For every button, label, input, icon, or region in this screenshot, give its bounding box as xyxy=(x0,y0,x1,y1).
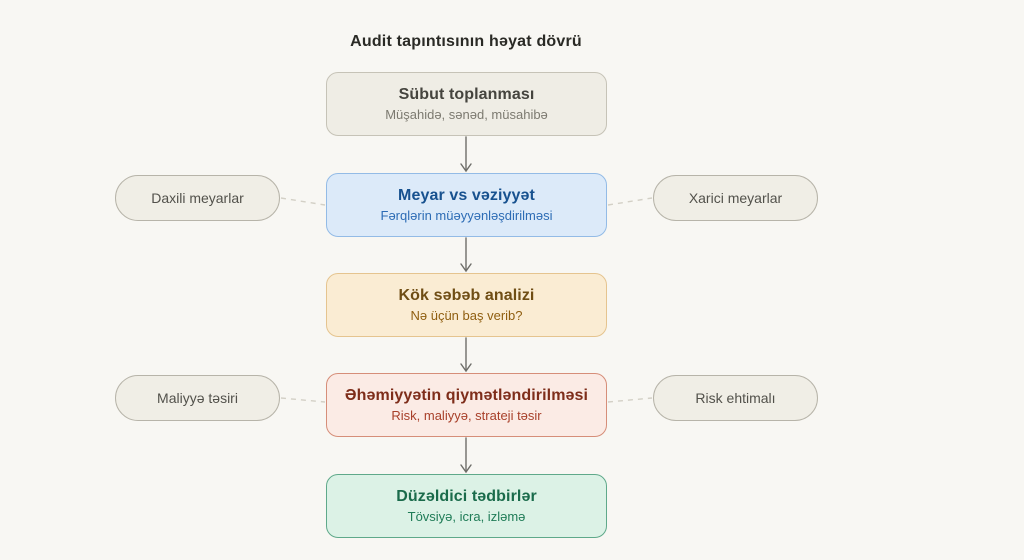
flow-arrow xyxy=(460,337,472,373)
step-subtitle: Fərqlərin müəyyənləşdirilməsi xyxy=(380,208,553,223)
step-subtitle: Tövsiyə, icra, izləmə xyxy=(407,509,526,524)
dashed-connector xyxy=(280,197,326,206)
flow-step-criteria: Meyar vs vəziyyət Fərqlərin müəyyənləşdi… xyxy=(326,173,607,237)
side-note-external-criteria: Xarici meyarlar xyxy=(653,175,818,221)
step-subtitle: Müşahidə, sənəd, müsahibə xyxy=(385,107,548,122)
side-note-internal-criteria: Daxili meyarlar xyxy=(115,175,280,221)
side-note-label: Xarici meyarlar xyxy=(688,190,783,206)
step-title: Düzəldici tədbirlər xyxy=(396,488,537,505)
side-note-label: Risk ehtimalı xyxy=(695,390,776,406)
flow-step-significance: Əhəmiyyətin qiymətləndirilməsi Risk, mal… xyxy=(326,373,607,437)
step-title: Kök səbəb analizi xyxy=(398,287,535,304)
flow-arrow xyxy=(460,237,472,273)
flow-step-root-cause: Kök səbəb analizi Nə üçün baş verib? xyxy=(326,273,607,337)
side-note-label: Daxili meyarlar xyxy=(151,190,244,206)
side-note-risk-likelihood: Risk ehtimalı xyxy=(653,375,818,421)
step-subtitle: Risk, maliyyə, strateji təsir xyxy=(391,408,542,423)
side-note-label: Maliyyə təsiri xyxy=(157,390,238,406)
flow-step-evidence: Sübut toplanması Müşahidə, sənəd, müsahi… xyxy=(326,72,607,136)
step-title: Sübut toplanması xyxy=(398,86,535,103)
dashed-connector xyxy=(280,397,326,403)
dashed-connector xyxy=(607,197,653,206)
dashed-connector xyxy=(607,397,653,403)
flow-arrow xyxy=(460,437,472,474)
flow-arrow xyxy=(460,136,472,173)
flow-step-corrective: Düzəldici tədbirlər Tövsiyə, icra, izləm… xyxy=(326,474,607,538)
diagram-title: Audit tapıntısının həyat dövrü xyxy=(350,33,582,50)
step-title: Meyar vs vəziyyət xyxy=(398,187,535,204)
step-title: Əhəmiyyətin qiymətləndirilməsi xyxy=(344,387,589,404)
side-note-financial-impact: Maliyyə təsiri xyxy=(115,375,280,421)
step-subtitle: Nə üçün baş verib? xyxy=(410,308,523,323)
